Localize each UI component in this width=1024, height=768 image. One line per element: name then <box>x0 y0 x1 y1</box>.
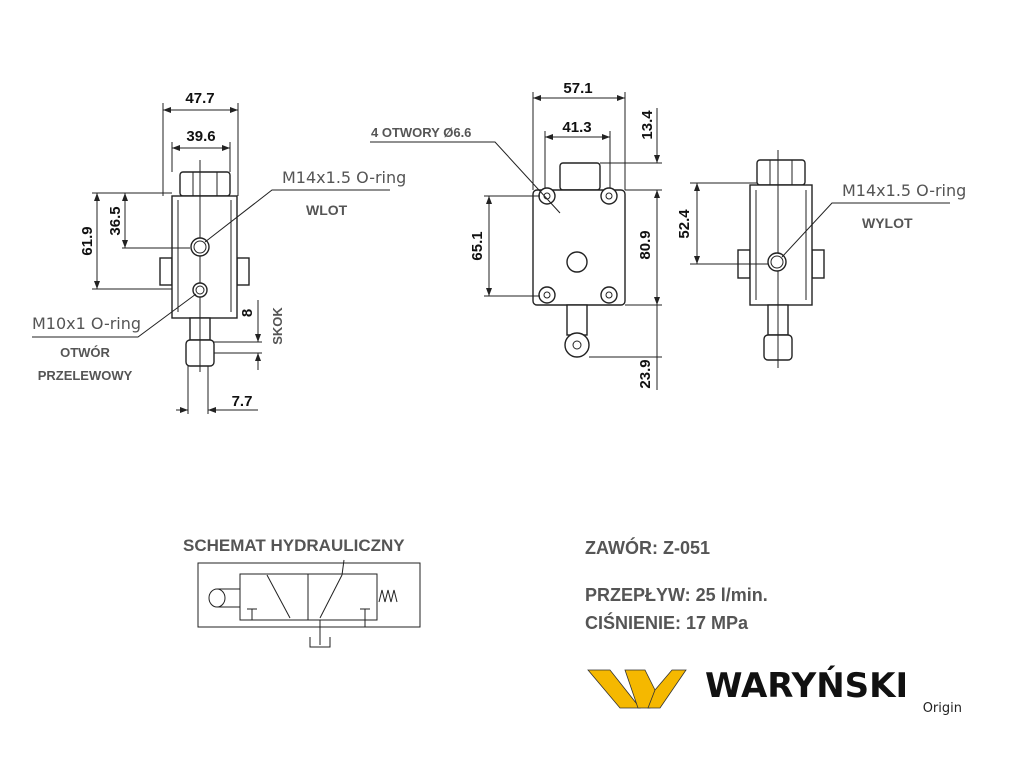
dim-52-4: 52.4 <box>676 209 693 239</box>
left-view: 47.7 39.6 61.9 36.5 8 SKOK 7.7 M14x1.5 O… <box>32 90 406 414</box>
dim-8: 8 <box>239 309 256 317</box>
inlet-thread-label: M14x1.5 O-ring <box>282 168 406 187</box>
pressure-spec: CIŚNIENIE: 17 MPa <box>585 612 749 633</box>
outlet-thread-label: M14x1.5 O-ring <box>842 181 966 200</box>
hydraulic-schematic: SCHEMAT HYDRAULICZNY <box>183 536 421 648</box>
dim-7-7: 7.7 <box>232 393 253 410</box>
dim-61-9: 61.9 <box>79 226 96 255</box>
schematic-title: SCHEMAT HYDRAULICZNY <box>183 536 405 555</box>
dim-80-9: 80.9 <box>637 230 654 259</box>
outlet-label: WYLOT <box>862 215 913 231</box>
dim-57-1: 57.1 <box>563 80 592 97</box>
dim-36-5: 36.5 <box>107 206 124 235</box>
middle-view: 57.1 41.3 13.4 80.9 23.9 65.1 4 OTWORY Ø… <box>370 80 662 390</box>
overflow-label-1: OTWÓR <box>60 345 110 360</box>
dim-47-7: 47.7 <box>185 90 214 107</box>
dim-23-9: 23.9 <box>637 359 654 388</box>
inlet-label: WLOT <box>306 202 348 218</box>
overflow-thread-label: M10x1 O-ring <box>32 314 141 333</box>
stroke-label: SKOK <box>270 307 285 345</box>
dim-39-6: 39.6 <box>186 128 215 145</box>
dim-65-1: 65.1 <box>469 231 486 260</box>
logo-sub: Origin <box>923 701 962 716</box>
waryski-logo: WARYŃSKI Origin <box>587 665 962 716</box>
holes-label: 4 OTWORY Ø6.6 <box>371 125 471 140</box>
logo-brand: WARYŃSKI <box>705 665 908 706</box>
dim-41-3: 41.3 <box>562 119 591 136</box>
dim-13-4: 13.4 <box>639 110 656 140</box>
valve-model: ZAWÓR: Z-051 <box>585 537 710 558</box>
right-view: 52.4 M14x1.5 O-ring WYLOT <box>676 150 966 368</box>
overflow-label-2: PRZELEWOWY <box>38 368 133 383</box>
flow-spec: PRZEPŁYW: 25 l/min. <box>585 585 768 605</box>
